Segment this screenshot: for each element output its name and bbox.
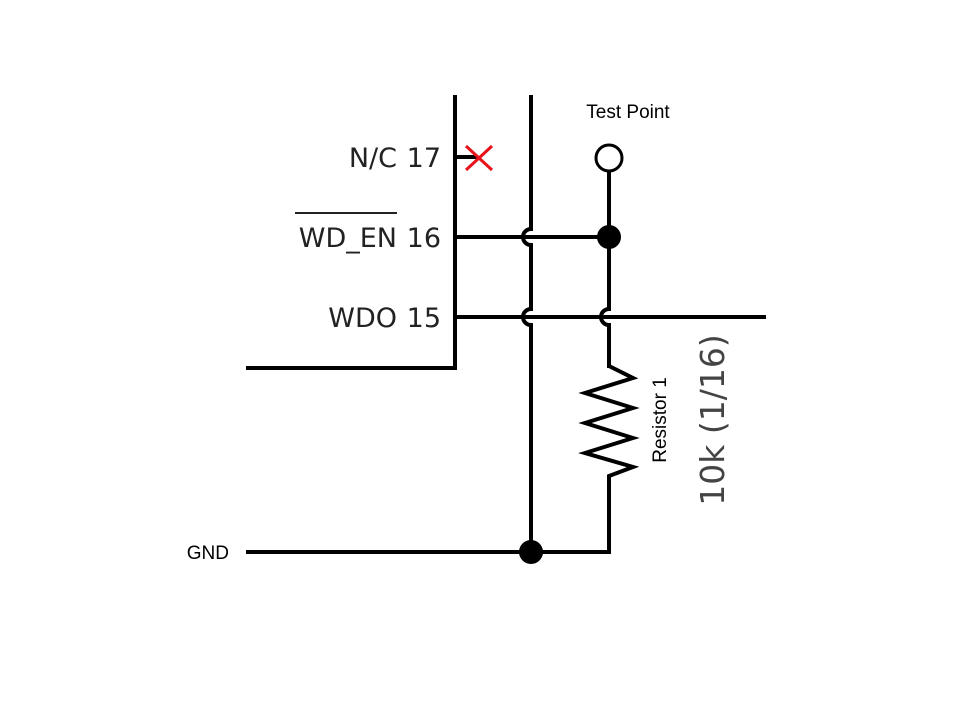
test-point-label: Test Point: [586, 102, 670, 123]
pin-17-number: 17: [407, 143, 441, 174]
pin-15-number: 15: [407, 303, 441, 334]
pin-16-name: WD_EN: [299, 223, 397, 254]
resistor-name-label: Resistor 1: [650, 377, 671, 463]
resistor-zigzag: [578, 364, 640, 552]
vertical-wire-test-point: [599, 172, 611, 368]
gnd-label: GND: [187, 543, 229, 564]
vertical-wire-gnd-rail: [521, 95, 533, 552]
junction-dot-gnd: [519, 540, 543, 564]
ic-body-outline: [246, 95, 457, 370]
no-connect-x-icon: [464, 144, 494, 172]
resistor-value-label: 10k (1/16): [693, 334, 732, 505]
pin-16-number: 16: [407, 223, 441, 254]
test-point-icon[interactable]: [594, 143, 624, 173]
pin-17-name: N/C: [349, 143, 397, 174]
junction-dot-wd-en: [597, 225, 621, 249]
pin-15-name: WDO: [328, 303, 397, 334]
